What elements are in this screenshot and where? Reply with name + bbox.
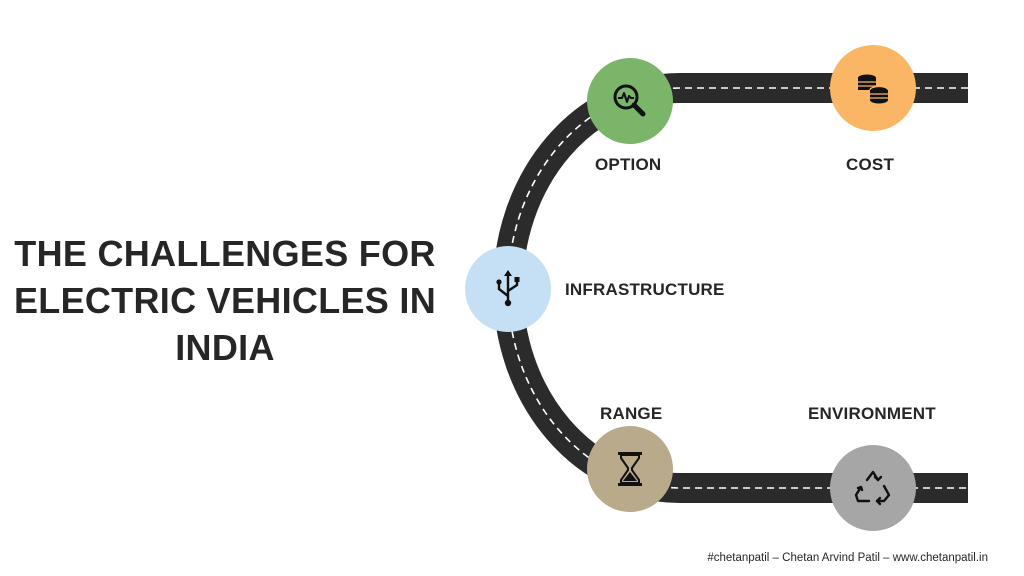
option-node [587,58,673,144]
range-node [587,426,673,512]
environment-node [830,445,916,531]
title-line-1: THE CHALLENGES FOR [14,233,436,274]
title-line-2: ELECTRIC VEHICLES IN [13,280,437,321]
magnifier-pulse-icon [613,84,646,117]
footer-credit: #chetanpatil – Chetan Arvind Patil – www… [707,552,988,564]
coins-icon [858,74,889,104]
option-label: OPTION [595,155,662,174]
infrastructure-label: INFRASTRUCTURE [565,280,725,299]
environment-label: ENVIRONMENT [808,404,936,423]
cost-node [830,45,916,131]
cost-label: COST [846,155,895,174]
range-label: RANGE [600,404,663,423]
hourglass-icon [618,452,642,486]
recycle-icon [854,470,891,506]
slide-title: THE CHALLENGES FOR ELECTRIC VEHICLES IN … [10,230,440,371]
title-line-3: INDIA [175,327,275,368]
usb-icon [496,270,520,307]
infrastructure-node [465,246,551,332]
